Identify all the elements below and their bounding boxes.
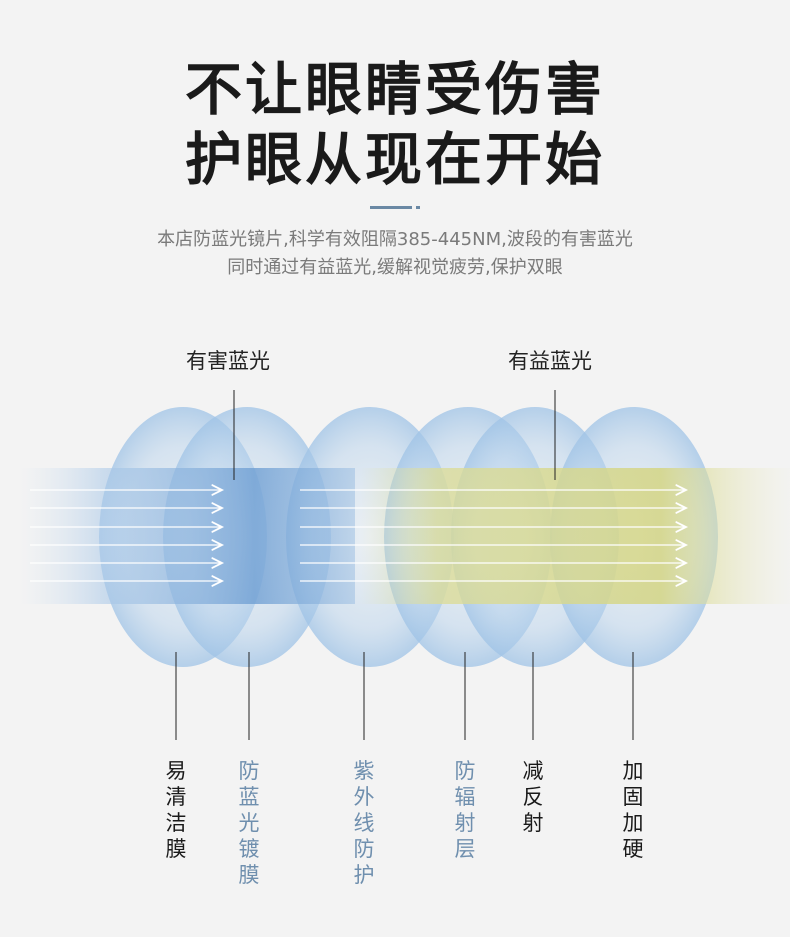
accent-divider-dot bbox=[416, 206, 420, 209]
layer-label-anti-blue-coating: 防蓝光镀膜 bbox=[238, 759, 260, 887]
harmful-light-arrows bbox=[30, 490, 222, 581]
harmful-blue-light-label: 有害蓝光 bbox=[186, 349, 270, 373]
accent-divider bbox=[370, 206, 412, 209]
beneficial-blue-light-label: 有益蓝光 bbox=[508, 349, 592, 373]
description-line-1: 本店防蓝光镜片,科学有效阻隔385-445NM,波段的有害蓝光 bbox=[157, 229, 633, 250]
layer-label-anti-radiation: 防辐射层 bbox=[454, 759, 476, 861]
description-line-2: 同时通过有益蓝光,缓解视觉疲劳,保护双眼 bbox=[227, 257, 563, 278]
layer-label-easy-clean: 易清洁膜 bbox=[165, 759, 187, 861]
layer-label-uv-protection: 紫外线防护 bbox=[353, 759, 375, 887]
layer-pointers bbox=[175, 652, 634, 740]
headline-line-1: 不让眼睛受伤害 bbox=[185, 57, 605, 123]
layer-label-anti-reflection: 减反射 bbox=[522, 759, 544, 835]
headline-line-2: 护眼从现在开始 bbox=[185, 127, 605, 193]
beneficial-light-beam bbox=[360, 468, 790, 604]
harmful-light-beam bbox=[20, 468, 355, 604]
beneficial-light-arrows bbox=[300, 490, 686, 581]
layer-label-hardening: 加固加硬 bbox=[622, 759, 644, 861]
